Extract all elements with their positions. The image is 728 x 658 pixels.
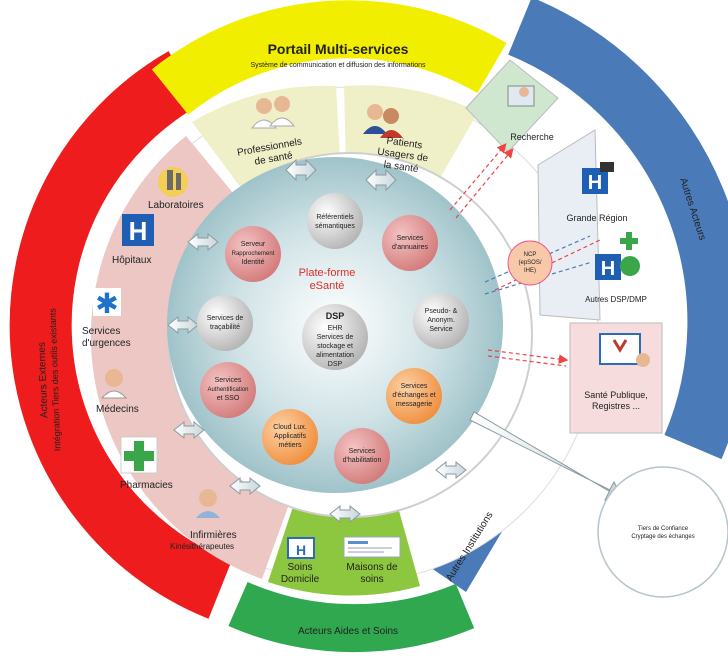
- svg-text:H: H: [129, 216, 148, 246]
- research-icon: [507, 85, 535, 107]
- urgences-label-2: d'urgences: [82, 338, 131, 349]
- referentiels-label-1: Référentiels: [316, 214, 354, 221]
- care-actors-label: Acteurs Aides et Soins: [298, 626, 398, 637]
- nurse-icon: [196, 489, 220, 518]
- medecins-label: Médecins: [96, 404, 139, 415]
- echanges-label-3: messagerie: [396, 401, 432, 408]
- ncp-label-3: IHE): [524, 268, 536, 274]
- echanges-label-2: d'échanges et: [392, 392, 435, 399]
- tiers-confiance-circle: [597, 466, 728, 598]
- doctor-icon: [100, 369, 128, 399]
- serveur-label-1: Serveur: [241, 241, 266, 248]
- hospital-icon: H: [122, 214, 154, 246]
- public-health-icon: [599, 333, 650, 367]
- pseudo-label-2: Anonym.: [427, 317, 455, 324]
- care-actors-arc: [228, 581, 475, 653]
- home-care-icon: H: [287, 537, 315, 559]
- other-actors-arc: [508, 0, 728, 460]
- care-homes-icon: [343, 536, 401, 558]
- patients-label-1: Patients: [386, 136, 423, 152]
- tracabilite-label-2: traçabilité: [210, 324, 240, 331]
- platform-title-2: eSanté: [310, 280, 345, 292]
- service-authentification: [200, 362, 256, 418]
- platform-title-1: Plate-forme: [299, 267, 356, 279]
- service-habilitation: [334, 428, 390, 484]
- service-serveur: [225, 226, 281, 282]
- autres-dsp-label: Autres DSP/DMP: [585, 295, 647, 304]
- external-actors-label: Acteurs Externes: [37, 342, 51, 418]
- infirmieres-label: Infirmières: [190, 530, 237, 541]
- autres-dsp-icon: H: [595, 232, 640, 280]
- center-line-3: stockage et: [317, 343, 353, 350]
- kine-label: Kinésithérapeutes: [170, 542, 234, 551]
- auth-label-1: Services: [215, 377, 242, 384]
- portal-title: Portail Multi-services: [268, 41, 409, 57]
- laboratoires-label: Laboratoires: [148, 200, 204, 211]
- urgences-label-1: Services: [82, 326, 120, 337]
- service-annuaires: [382, 215, 438, 271]
- auth-label-2: Authentification: [207, 387, 248, 393]
- service-referentiels: [307, 193, 363, 249]
- patients-icon: [363, 104, 403, 138]
- serveur-label-3: Identité: [242, 259, 265, 266]
- maisons-soins-label-2: soins: [360, 574, 383, 585]
- pharmacies-label: Pharmacies: [120, 480, 173, 491]
- svg-text:H: H: [601, 258, 615, 280]
- maisons-soins-label-1: Maisons de: [346, 562, 398, 573]
- habilitation-label-2: d'habilitation: [343, 457, 382, 464]
- grande-region-icon: H: [582, 162, 614, 194]
- ncp-label-1: NCP: [524, 252, 537, 258]
- referentiels-label-2: sémantiques: [315, 223, 355, 230]
- tiers-label-1: Tiers de Confiance: [638, 526, 689, 532]
- tiers-label-2: Cryptage des échanges: [631, 534, 694, 540]
- patients-label-3: la santé: [383, 159, 420, 175]
- sante-publique-label-1: Santé Publique,: [584, 390, 648, 400]
- laboratory-icon: [158, 167, 188, 197]
- ncp-node: [507, 240, 553, 286]
- svg-text:H: H: [588, 172, 602, 194]
- center-line-4: alimentation: [316, 352, 354, 359]
- center-line-1: EHR: [328, 325, 343, 332]
- annuaires-label-1: Services: [397, 235, 424, 242]
- service-echanges: [386, 368, 442, 424]
- pseudo-label-1: Pseudo- &: [425, 308, 458, 315]
- cloud-label-1: Cloud Lux.: [273, 424, 307, 431]
- grande-region-label: Grande Région: [566, 213, 627, 223]
- center-line-2: Services de: [317, 334, 354, 341]
- external-actors-arc: [9, 51, 232, 619]
- pseudo-label-3: Service: [429, 326, 452, 333]
- service-cloud: [262, 409, 318, 465]
- portal-subtitle: Système de communication et diffusion de…: [251, 62, 426, 69]
- region-box: [537, 129, 601, 321]
- service-pseudo: [413, 293, 469, 349]
- center-dsp: [302, 304, 368, 370]
- svg-text:H: H: [296, 542, 306, 558]
- cloud-label-3: métiers: [279, 442, 302, 449]
- soins-domicile-label-2: Domicile: [281, 574, 320, 585]
- sante-publique-label-2: Registres ...: [592, 401, 640, 411]
- svg-text:✱: ✱: [95, 287, 118, 320]
- professionals-icon: [250, 96, 296, 129]
- cloud-label-2: Applicatifs: [274, 433, 306, 440]
- hopitaux-label: Hôpitaux: [112, 255, 151, 266]
- auth-label-3: et SSO: [217, 395, 240, 402]
- ncp-label-2: (epSOS/: [518, 260, 541, 266]
- service-tracabilite: [197, 295, 253, 351]
- soins-domicile-label-1: Soins: [287, 562, 312, 573]
- center-line-5: DSP: [328, 361, 343, 368]
- pharmacy-icon: [120, 436, 158, 474]
- tracabilite-label-1: Services de: [207, 315, 244, 322]
- annuaires-label-2: d'annuaires: [392, 244, 428, 251]
- habilitation-label-1: Services: [349, 448, 376, 455]
- serveur-label-2: Rapprochement: [232, 251, 275, 257]
- portal-arc: [151, 0, 507, 115]
- recherche-label: Recherche: [510, 132, 554, 142]
- center-title: DSP: [326, 311, 345, 321]
- star-of-life-icon: ✱: [93, 287, 121, 320]
- echanges-label-1: Services: [401, 383, 428, 390]
